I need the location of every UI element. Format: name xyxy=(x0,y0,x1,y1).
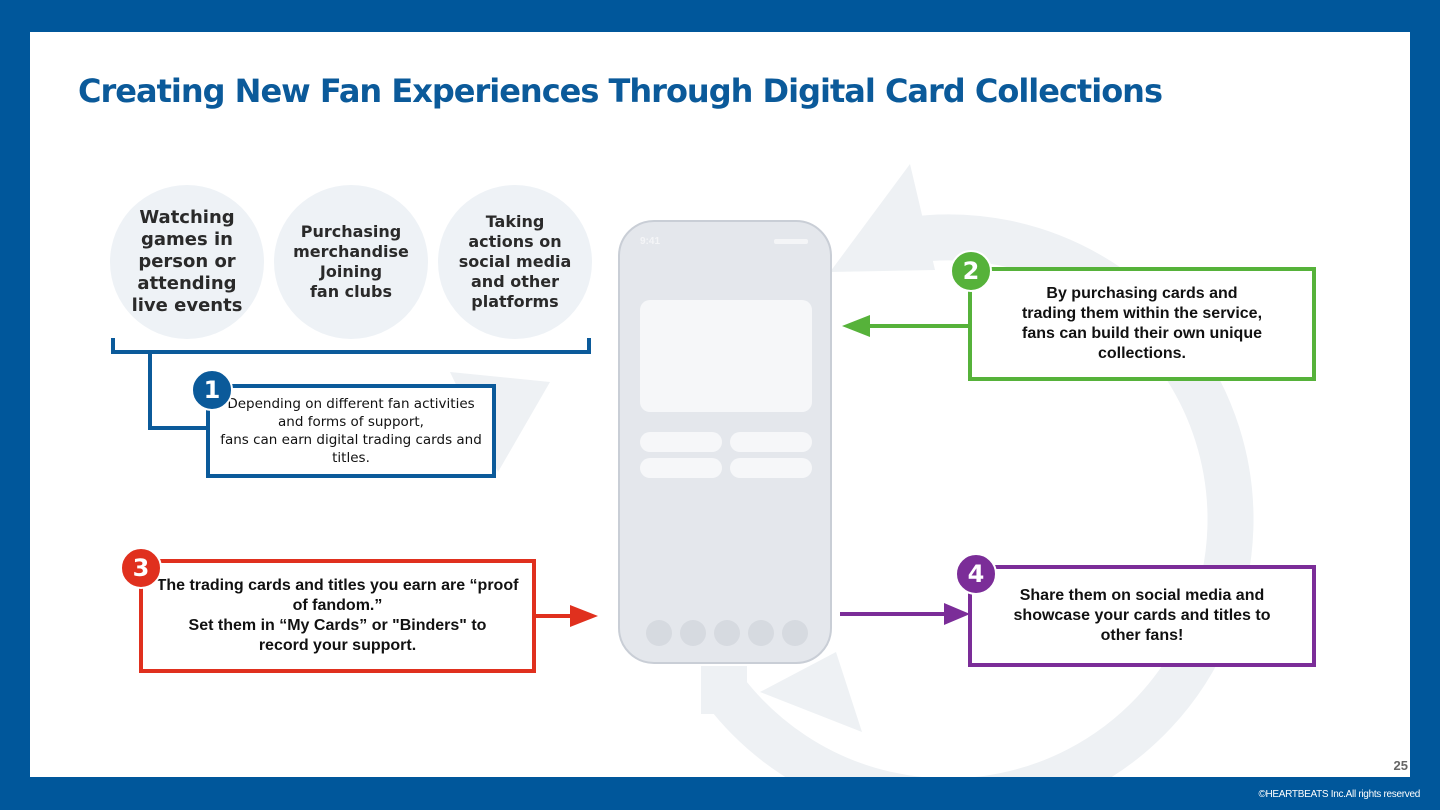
step3-number-badge: 3 xyxy=(120,547,162,589)
step3-arrowhead xyxy=(570,605,598,627)
step2-box: By purchasing cards and trading them wit… xyxy=(968,267,1316,381)
cycle-arrowhead-bottom xyxy=(760,652,862,732)
phone-status-icons xyxy=(774,239,808,244)
phone-time: 9:41 xyxy=(640,236,661,247)
phone-tab-icon xyxy=(782,620,808,646)
bracket-connector xyxy=(148,352,210,430)
phone-pill-placeholder xyxy=(640,458,722,478)
phone-pill-placeholder xyxy=(640,432,722,452)
step4-number-badge: 4 xyxy=(955,553,997,595)
cycle-arrowhead-top xyxy=(830,164,935,272)
activities-bracket xyxy=(111,338,591,354)
step3-box: The trading cards and titles you earn ar… xyxy=(139,559,536,673)
slide-title: Creating New Fan Experiences Through Dig… xyxy=(78,72,1163,110)
phone-hero-placeholder xyxy=(640,300,812,412)
activity-circle-social-media: Taking actions on social media and other… xyxy=(438,185,592,339)
phone-tab-icon xyxy=(680,620,706,646)
phone-tab-icon xyxy=(646,620,672,646)
slide: Creating New Fan Experiences Through Dig… xyxy=(30,32,1410,777)
step1-box: Depending on different fan activities an… xyxy=(206,384,496,478)
step4-box: Share them on social media and showcase … xyxy=(968,565,1316,667)
copyright-notice: ©HEARTBEATS Inc.All rights reserved xyxy=(1258,789,1420,800)
step2-number-badge: 2 xyxy=(950,250,992,292)
step2-arrowhead xyxy=(842,315,870,337)
phone-mockup: 9:41 xyxy=(618,220,832,664)
phone-tab-icon xyxy=(714,620,740,646)
page-number: 25 xyxy=(1393,758,1408,773)
step1-number-badge: 1 xyxy=(191,369,233,411)
step4-arrowhead xyxy=(944,603,970,625)
activity-circle-merchandise: Purchasing merchandise Joining fan clubs xyxy=(274,185,428,339)
phone-pill-placeholder xyxy=(730,432,812,452)
phone-pill-placeholder xyxy=(730,458,812,478)
phone-tab-icon xyxy=(748,620,774,646)
activity-circle-live-events: Watching games in person or attending li… xyxy=(110,185,264,339)
